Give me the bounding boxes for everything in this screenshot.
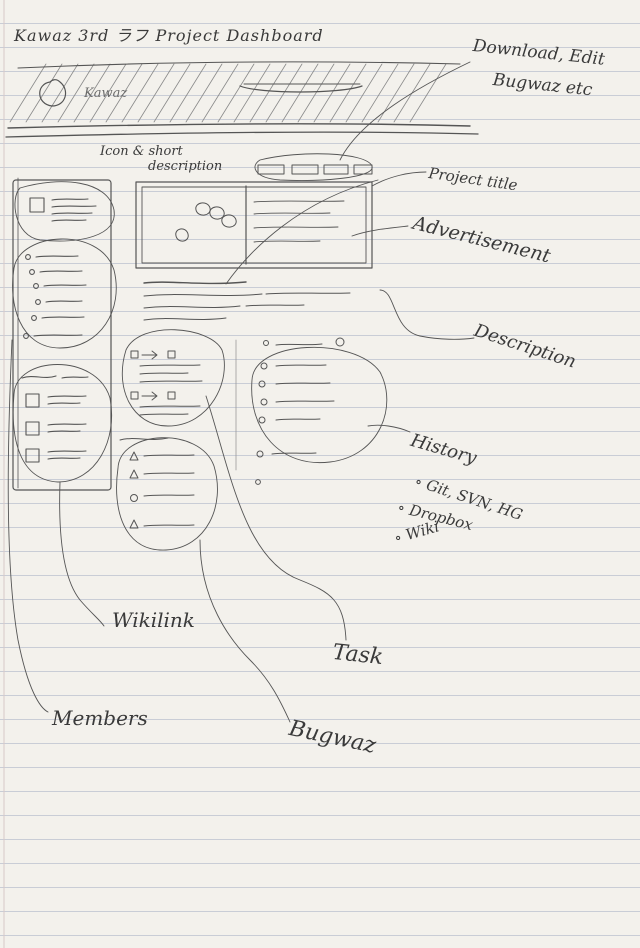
download-button-sketch (257, 164, 285, 175)
label-icon-description-2: description (148, 159, 223, 174)
task-mock (130, 350, 203, 416)
description-mock (143, 281, 351, 321)
project-title-leader (371, 171, 427, 187)
bugwaz-circle (116, 437, 218, 551)
wikilink-leader (59, 481, 105, 627)
advertisement-leader (351, 225, 409, 237)
page-title: Kawaz 3rd ラフ Project Dashboard (14, 26, 324, 45)
task-circle (121, 329, 225, 427)
sidebar-circles (12, 181, 117, 483)
edit-button-sketch (291, 164, 319, 175)
label-task: Task (331, 640, 385, 671)
logo-text: Kawaz (84, 86, 128, 101)
main-panel-mock (135, 164, 373, 269)
bugwaz-mock (119, 437, 195, 529)
header-hatching (9, 63, 447, 123)
download-leader (339, 61, 471, 161)
label-members: Members (52, 706, 148, 730)
title-pointer (225, 179, 379, 285)
leader-lines (7, 61, 471, 723)
sidebar-mock (12, 177, 112, 491)
history-circle (251, 346, 388, 464)
label-wikilink: Wikilink (112, 608, 195, 632)
buttons-circle (254, 153, 373, 181)
header-mock (5, 61, 479, 138)
logo-circle (39, 79, 67, 107)
history-mock (235, 337, 345, 485)
members-leader (7, 339, 49, 713)
label-icon-description-1: Icon & short (100, 144, 183, 159)
description-leader (379, 289, 475, 340)
task-leader (205, 395, 347, 641)
bugwaz-leader (199, 539, 291, 723)
history-leader (367, 424, 411, 433)
